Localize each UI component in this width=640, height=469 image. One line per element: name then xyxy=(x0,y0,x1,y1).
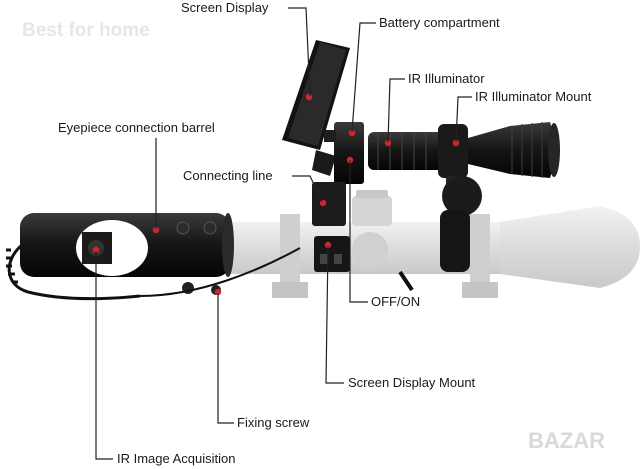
marker-ir-mount xyxy=(452,139,460,147)
label-screen-display-mount: Screen Display Mount xyxy=(348,375,476,390)
coiled-cable xyxy=(6,243,301,301)
label-ir-illuminator-mount: IR Illuminator Mount xyxy=(475,89,592,104)
marker-fixing-screw xyxy=(214,288,222,296)
eyepiece-barrel xyxy=(20,213,234,295)
label-connecting-line: Connecting line xyxy=(183,168,273,183)
marker-ir-illuminator xyxy=(384,139,392,147)
label-screen-display: Screen Display xyxy=(181,0,269,15)
watermark-bottom: BAZAR xyxy=(528,428,605,453)
battery-compartment xyxy=(324,122,364,184)
marker-battery xyxy=(348,129,356,137)
screen-display-mount-block xyxy=(312,182,350,272)
label-battery-compartment: Battery compartment xyxy=(379,15,500,30)
marker-connecting-line xyxy=(319,199,327,207)
labels: Screen Display Battery compartment IR Il… xyxy=(58,0,592,466)
label-eyepiece-barrel: Eyepiece connection barrel xyxy=(58,120,215,135)
label-ir-image-acquisition: IR Image Acquisition xyxy=(117,451,236,466)
ir-illuminator-mount xyxy=(398,124,482,292)
marker-display-mount xyxy=(324,241,332,249)
rifle-scope xyxy=(222,190,640,298)
marker-ir-image xyxy=(92,246,100,254)
watermark-top: Best for home xyxy=(22,20,150,41)
marker-screen-display xyxy=(305,93,313,101)
label-fixing-screw: Fixing screw xyxy=(237,415,310,430)
leader-lines xyxy=(95,7,472,460)
screen-display xyxy=(282,40,350,176)
label-off-on: OFF/ON xyxy=(371,294,420,309)
red-markers xyxy=(92,93,460,296)
marker-eyepiece xyxy=(152,226,160,234)
label-ir-illuminator: IR Illuminator xyxy=(408,71,485,86)
